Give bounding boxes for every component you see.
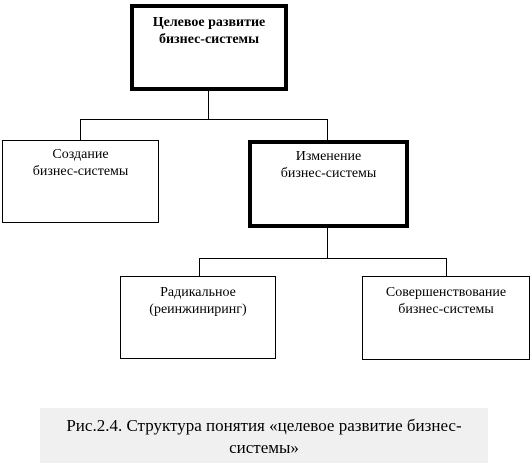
connector-to-change: [327, 119, 328, 140]
root-node-label-line2: бизнес-системы: [158, 32, 260, 47]
figure-caption-line1: Рис.2.4. Структура понятия «целевое разв…: [66, 416, 462, 435]
node-improvement-label-line2: бизнес-системы: [398, 302, 494, 317]
connector-to-improvement: [446, 258, 447, 276]
figure-caption-line2: системы»: [229, 438, 299, 457]
caption-background: [40, 408, 488, 463]
node-creation-label-line2: бизнес-системы: [32, 164, 129, 179]
connector-change-down: [327, 228, 328, 258]
connector-root-down: [208, 91, 209, 119]
connector-level2-bar: [199, 258, 447, 259]
node-creation: Создание бизнес-системы: [2, 140, 159, 223]
node-change: Изменение бизнес-системы: [248, 140, 409, 228]
node-creation-label-line1: Создание: [52, 147, 109, 162]
node-radical: Радикальное (реинжиниринг): [120, 276, 276, 359]
node-change-label-line2: бизнес-системы: [280, 166, 377, 181]
root-node-label-line1: Целевое развитие: [152, 15, 266, 30]
connector-to-radical: [199, 258, 200, 276]
node-improvement: Совершенствование бизнес-системы: [362, 276, 530, 360]
node-radical-label-line2: (реинжиниринг): [149, 302, 247, 317]
node-improvement-label-line1: Совершенствование: [385, 285, 507, 300]
connector-level1-bar: [80, 119, 328, 120]
connector-to-creation: [80, 119, 81, 140]
node-change-label-line1: Изменение: [295, 149, 362, 164]
node-radical-label-line1: Радикальное: [160, 285, 236, 300]
root-node: Целевое развитие бизнес-системы: [130, 4, 288, 91]
figure-caption: Рис.2.4. Структура понятия «целевое разв…: [40, 415, 488, 459]
